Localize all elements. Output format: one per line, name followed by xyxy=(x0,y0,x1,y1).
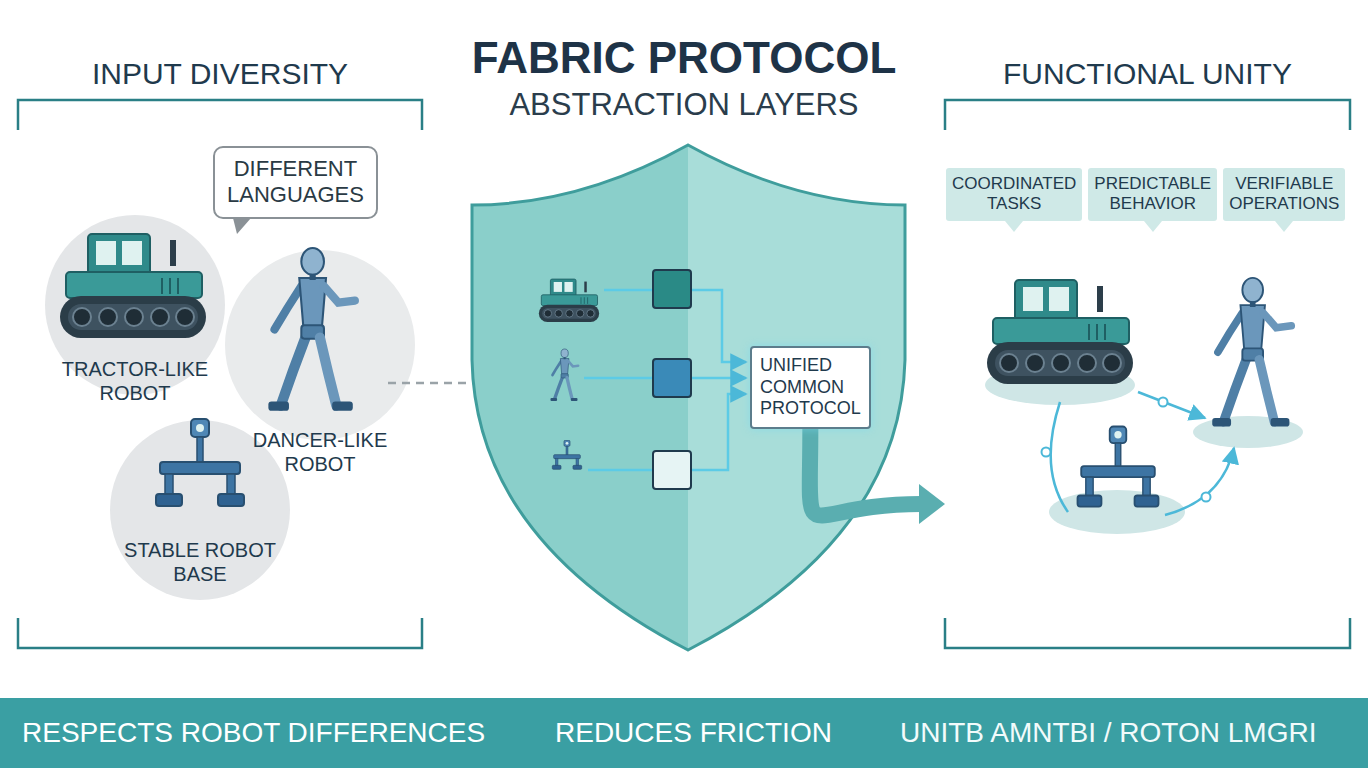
panel-frame: INPUT DIVERSITYDIFFERENT LANGUAGESTRACTO… xyxy=(18,48,422,652)
bubble-tail xyxy=(233,218,251,234)
footer-band: RESPECTS ROBOT DIFFERENCES REDUCES FRICTI… xyxy=(0,698,1368,768)
node-text: UNIFIED COMMON PROTOCOL xyxy=(760,355,861,420)
panel-frame: FUNCTIONAL UNITY COORDINATED TASKS PREDICT… xyxy=(945,48,1350,652)
subtitle: ABSTRACTION LAYERS xyxy=(0,88,1368,122)
node-text: DIFFERENT LANGUAGES xyxy=(227,156,364,209)
robot-circle: TRACTOR-LIKE ROBOT xyxy=(45,215,225,395)
panel-heading: INPUT DIVERSITY xyxy=(18,56,422,92)
node-text: VERIFIABLE OPERATIONS xyxy=(1229,174,1339,215)
node-text: REDUCES FRICTION xyxy=(555,716,832,750)
speech-bubble: DIFFERENT LANGUAGES xyxy=(213,146,378,219)
node-text: PREDICTABLE BEHAVIOR xyxy=(1094,174,1211,215)
node-text: RESPECTS ROBOT DIFFERENCES xyxy=(22,716,485,750)
protocol-box: UNIFIED COMMON PROTOCOL xyxy=(750,346,871,429)
node-text: COORDINATED TASKS xyxy=(952,174,1076,215)
panel-heading: FUNCTIONAL UNITY xyxy=(945,56,1350,92)
node-text: STABLE ROBOT BASE xyxy=(110,538,290,586)
callout-tail xyxy=(1005,221,1023,232)
callout-tail xyxy=(1275,221,1293,232)
node-text: TRACTOR-LIKE ROBOT xyxy=(45,357,225,405)
callout-tail xyxy=(1144,221,1162,232)
callout-box: VERIFIABLE OPERATIONS xyxy=(1223,168,1345,221)
robot-circle: STABLE ROBOT BASE xyxy=(110,420,290,600)
callout-box: PREDICTABLE BEHAVIOR xyxy=(1088,168,1217,221)
robot-circle: DANCER-LIKE ROBOT xyxy=(225,250,415,440)
node-text: UNITB AMNTBI / ROTON LMGRI xyxy=(900,716,1316,750)
flow-arrow xyxy=(810,429,945,524)
node-text: DANCER-LIKE ROBOT xyxy=(225,428,415,476)
callout-box: COORDINATED TASKS xyxy=(946,168,1082,221)
